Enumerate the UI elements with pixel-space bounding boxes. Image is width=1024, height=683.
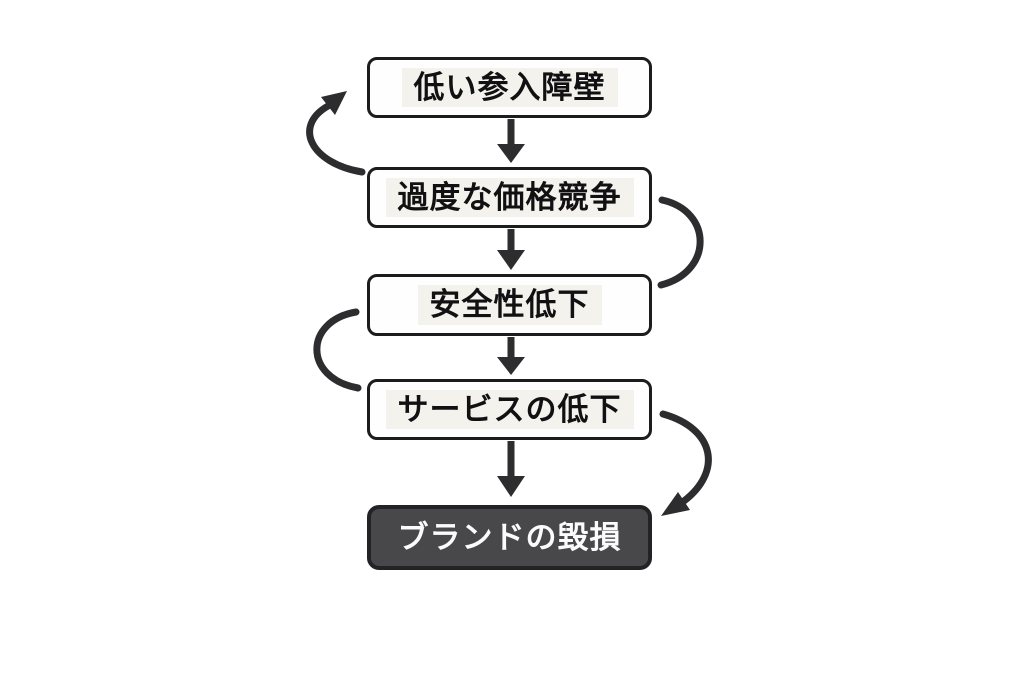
- arrow-entry-to-price-head: [497, 144, 525, 163]
- curved-line-price-to-safety: [657, 196, 704, 289]
- node-brand-damage: ブランドの毀損: [367, 505, 652, 570]
- node-excessive-price-competition: 過度な価格競争: [367, 167, 652, 228]
- curved-line-safety-to-service: [313, 308, 362, 392]
- node-service-decline-label: サービスの低下: [385, 389, 634, 430]
- node-excessive-price-competition-label: 過度な価格競争: [385, 177, 634, 218]
- node-low-entry-barrier-label: 低い参入障壁: [401, 67, 618, 108]
- curved-arrow-service-to-brand-head: [661, 492, 690, 516]
- arrow-service-to-brand-head: [497, 476, 525, 497]
- arrow-price-to-safety-head: [497, 250, 525, 270]
- arrow-safety-to-service-head: [497, 357, 525, 375]
- curved-arrow-price-to-entry-head: [321, 91, 347, 115]
- node-safety-decline: 安全性低下: [367, 274, 652, 336]
- curved-arrow-price-to-entry: [306, 102, 366, 176]
- node-low-entry-barrier: 低い参入障壁: [367, 57, 652, 118]
- node-brand-damage-label: ブランドの毀損: [397, 519, 622, 555]
- curved-arrow-service-to-brand: [659, 410, 712, 505]
- node-service-decline: サービスの低下: [367, 379, 652, 440]
- node-safety-decline-label: 安全性低下: [417, 285, 602, 325]
